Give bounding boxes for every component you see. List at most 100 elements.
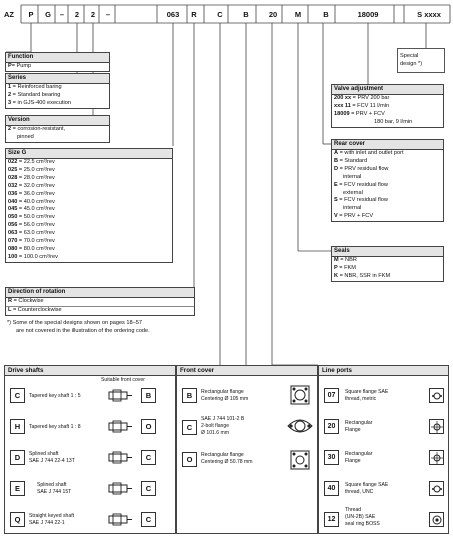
size-item: 100 = 100.0 cm³/rev xyxy=(8,253,58,260)
front-cover-header: Front cover xyxy=(177,366,317,376)
line-ports-header: Line ports xyxy=(319,366,448,376)
drive-desc: Splined shaft xyxy=(29,451,59,457)
code-rotation: R xyxy=(191,10,197,19)
seals-item: M = NBR xyxy=(334,257,357,263)
drive-code-h: H xyxy=(10,419,25,434)
rear-cover-item: V = PRV + FCV xyxy=(334,213,374,220)
code-gear: G xyxy=(45,10,51,19)
suitable-front-cover-label: Suitable front cover xyxy=(101,377,145,383)
valve-item: xxx 11 = FCV 11 l/min xyxy=(334,102,390,109)
seals-item: K = NBR, SSR in FKM xyxy=(334,272,391,279)
front-desc: Rectangular flange xyxy=(201,389,244,395)
code-function: P xyxy=(28,10,34,19)
splined-shaft-icon xyxy=(108,482,132,495)
drive-code-c: C xyxy=(10,388,25,403)
rear-cover-item: A = with inlet and outlet port xyxy=(334,150,404,156)
rectangular-flange-icon xyxy=(290,385,310,405)
code-line-ports: 20 xyxy=(268,10,278,19)
code-dash-1: – xyxy=(59,10,65,19)
valve-item-cont: 180 bar, 9 l/min xyxy=(374,118,413,125)
version-header: Version xyxy=(6,116,109,126)
rectangular-flange-icon xyxy=(290,450,310,470)
size-item: 032 = 32.0 cm³/rev xyxy=(8,182,55,189)
code-size: 063 xyxy=(166,10,180,19)
square-flange-metric-icon xyxy=(429,388,444,403)
version-item: 2 = corrosion-resistant, xyxy=(8,126,66,132)
cover-code-c: C xyxy=(141,450,156,465)
cover-code-o: O xyxy=(141,419,156,434)
footnote-line-1: *) Some of the special designs shown on … xyxy=(7,320,142,326)
port-desc: Square flange SAE xyxy=(345,389,389,395)
rear-cover-header: Rear cover xyxy=(332,140,443,150)
size-item: 056 = 56.0 cm³/rev xyxy=(8,222,55,229)
size-item: 025 = 25.0 cm³/rev xyxy=(8,166,55,173)
special-design-box: Special design *) xyxy=(397,48,445,73)
seals-item: P = FKM xyxy=(334,264,356,271)
thread-boss-port-icon xyxy=(429,512,444,527)
line-ports-section: Line ports 07 Square flange SAE thread, … xyxy=(318,365,449,534)
code-az: AZ xyxy=(4,10,14,19)
drive-desc: Tapered key shaft 1 : 8 xyxy=(29,424,81,430)
front-desc-2: Centering Ø 50.78 mm xyxy=(201,459,253,465)
size-item: 080 = 80.0 cm³/rev xyxy=(8,245,55,252)
drive-desc: Splined shaft xyxy=(37,482,67,488)
drive-desc: Straight keyed shaft xyxy=(29,513,75,519)
size-header: Size G xyxy=(6,149,172,159)
rectangular-flange-port-icon xyxy=(429,450,444,465)
size-item: 036 = 36.0 cm³/rev xyxy=(8,190,55,197)
rotation-item: R = Clockwise xyxy=(6,298,194,307)
rear-cover-item: S = FCV residual flow xyxy=(334,197,388,204)
footnote-line-2: are not covered in the illustration of t… xyxy=(16,328,150,334)
port-desc: Rectangular xyxy=(345,451,373,457)
series-item: 1 = Reinforced baring xyxy=(8,84,62,90)
square-flange-unc-icon xyxy=(429,481,444,496)
straight-keyed-shaft-icon xyxy=(108,513,132,526)
series-item: 3 = in GJS-400 execution xyxy=(8,99,71,106)
port-desc-3: seal ring BOSS xyxy=(345,521,380,527)
left-option-stack: Function P= Pump Series 1 = Reinforced b… xyxy=(5,52,195,322)
series-box: Series 1 = Reinforced baring 2 = Standar… xyxy=(5,73,110,109)
drive-shafts-section: Drive shafts Suitable front cover C Tape… xyxy=(4,365,176,534)
size-item: 063 = 63.0 cm³/rev xyxy=(8,230,55,237)
size-item: 040 = 40.0 cm³/rev xyxy=(8,198,55,205)
size-item: 022 = 22.5 cm³/rev xyxy=(8,159,55,165)
cover-code-c: C xyxy=(141,481,156,496)
rear-cover-item: E = FCV residual flow xyxy=(334,181,388,188)
function-item: P= Pump xyxy=(8,63,32,69)
seals-header: Seals xyxy=(332,247,443,257)
size-item: 045 = 45.0 cm³/rev xyxy=(8,206,55,213)
code-special: S xxxx xyxy=(417,10,441,19)
port-code-40: 40 xyxy=(324,481,339,496)
tapered-shaft-icon xyxy=(108,420,132,433)
rear-cover-item: B = Standard xyxy=(334,157,368,164)
front-desc-2: Centering Ø 105 mm xyxy=(201,396,249,402)
valve-header: Valve adjustment xyxy=(332,85,443,95)
size-item: 070 = 70.0 cm³/rev xyxy=(8,238,55,245)
drive-desc-2: SAE J 744 15T xyxy=(37,489,72,495)
drive-desc-2: SAE J 744 22-4 13T xyxy=(29,458,75,464)
series-item: 2 = Standard bearing xyxy=(8,91,61,98)
version-box: Version 2 = corrosion-resistant, pinned xyxy=(5,115,110,143)
rotation-header: Direction of rotation xyxy=(6,288,194,298)
front-code-o: O xyxy=(182,452,197,467)
port-desc-2: thread, metric xyxy=(345,396,377,402)
rectangular-flange-port-icon xyxy=(429,419,444,434)
code-version: 2 xyxy=(90,10,96,19)
port-code-20: 20 xyxy=(324,419,339,434)
two-bolt-flange-icon xyxy=(287,419,313,433)
series-header: Series xyxy=(6,74,109,84)
port-desc-2: (UN-2B) SAE xyxy=(345,514,376,520)
size-item: 028 = 28.0 cm³/rev xyxy=(8,174,55,181)
drive-code-d: D xyxy=(10,450,25,465)
special-label-1: Special xyxy=(400,53,419,59)
valve-box: Valve adjustment 200 xx = PRV 200 bar xx… xyxy=(331,84,444,128)
port-code-12: 12 xyxy=(324,512,339,527)
code-valve: 18009 xyxy=(357,10,379,19)
code-series: 2 xyxy=(74,10,80,19)
port-desc: Square flange SAE xyxy=(345,482,389,488)
cover-code-b: B xyxy=(141,388,156,403)
rotation-item: L = Counterclockwise xyxy=(8,306,62,313)
valve-item: 200 xx = PRV 200 bar xyxy=(334,95,390,101)
